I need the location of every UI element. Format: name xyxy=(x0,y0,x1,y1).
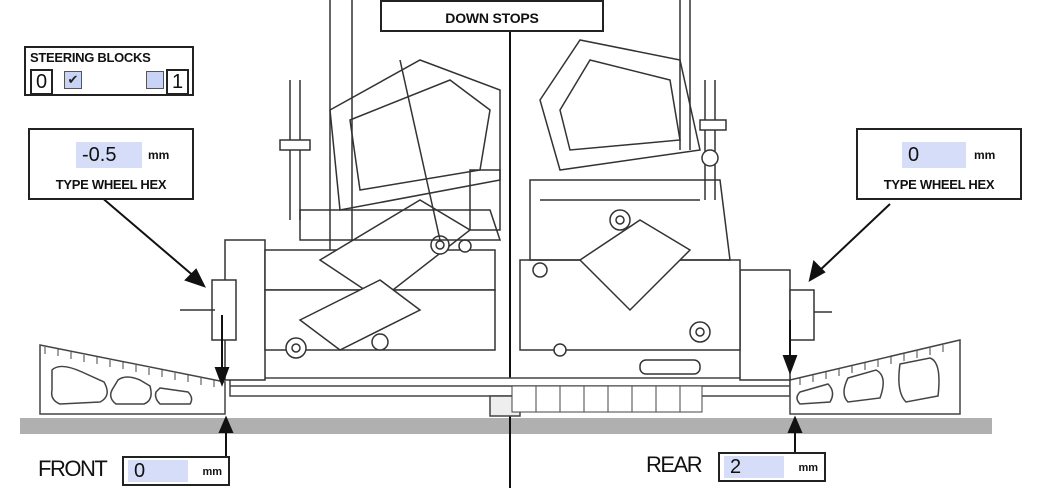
rear-hex-input[interactable]: 0 xyxy=(902,142,966,168)
front-hex-panel: -0.5 mm TYPE WHEEL HEX xyxy=(28,128,194,200)
rear-value-unit: mm xyxy=(798,462,818,474)
front-gauge-ticks xyxy=(44,347,215,387)
steering-block-right-value: 1 xyxy=(166,69,190,95)
steering-blocks-row: 0 ✔ 1 xyxy=(30,69,190,95)
front-value-unit: mm xyxy=(202,466,222,478)
page-title: DOWN STOPS xyxy=(380,0,604,32)
front-value-box: 0 mm xyxy=(122,456,230,486)
rear-hex-panel: 0 mm TYPE WHEEL HEX xyxy=(856,128,1022,200)
steering-blocks-panel: STEERING BLOCKS 0 ✔ 1 xyxy=(24,46,194,96)
rear-value-input[interactable]: 2 xyxy=(724,456,784,478)
front-gauge xyxy=(39,344,226,415)
front-hex-input[interactable]: -0.5 xyxy=(76,142,142,168)
chassis-plate xyxy=(229,377,791,417)
rear-hex-unit: mm xyxy=(974,148,996,162)
rear-gauge xyxy=(789,339,961,415)
ground-bar xyxy=(20,418,992,434)
steering-block-right-checkbox[interactable] xyxy=(146,71,164,89)
rear-hex-label: TYPE WHEEL HEX xyxy=(883,177,995,192)
rear-gauge-ticks xyxy=(799,345,944,385)
front-label: FRONT xyxy=(38,456,108,481)
chassis-scale xyxy=(511,385,703,413)
rear-value-box: 2 mm xyxy=(718,452,826,482)
front-value-input[interactable]: 0 xyxy=(128,460,188,482)
front-chassis xyxy=(180,0,502,381)
steering-block-left-value: 0 xyxy=(30,69,54,95)
front-hex-label: TYPE WHEEL HEX xyxy=(55,177,167,192)
steering-blocks-title: STEERING BLOCKS xyxy=(30,50,151,65)
rear-chassis xyxy=(519,0,832,381)
arrow-icon xyxy=(99,195,891,470)
rear-label: REAR xyxy=(646,452,703,477)
front-hex-unit: mm xyxy=(148,148,170,162)
steering-block-left-checkbox[interactable]: ✔ xyxy=(64,71,82,89)
